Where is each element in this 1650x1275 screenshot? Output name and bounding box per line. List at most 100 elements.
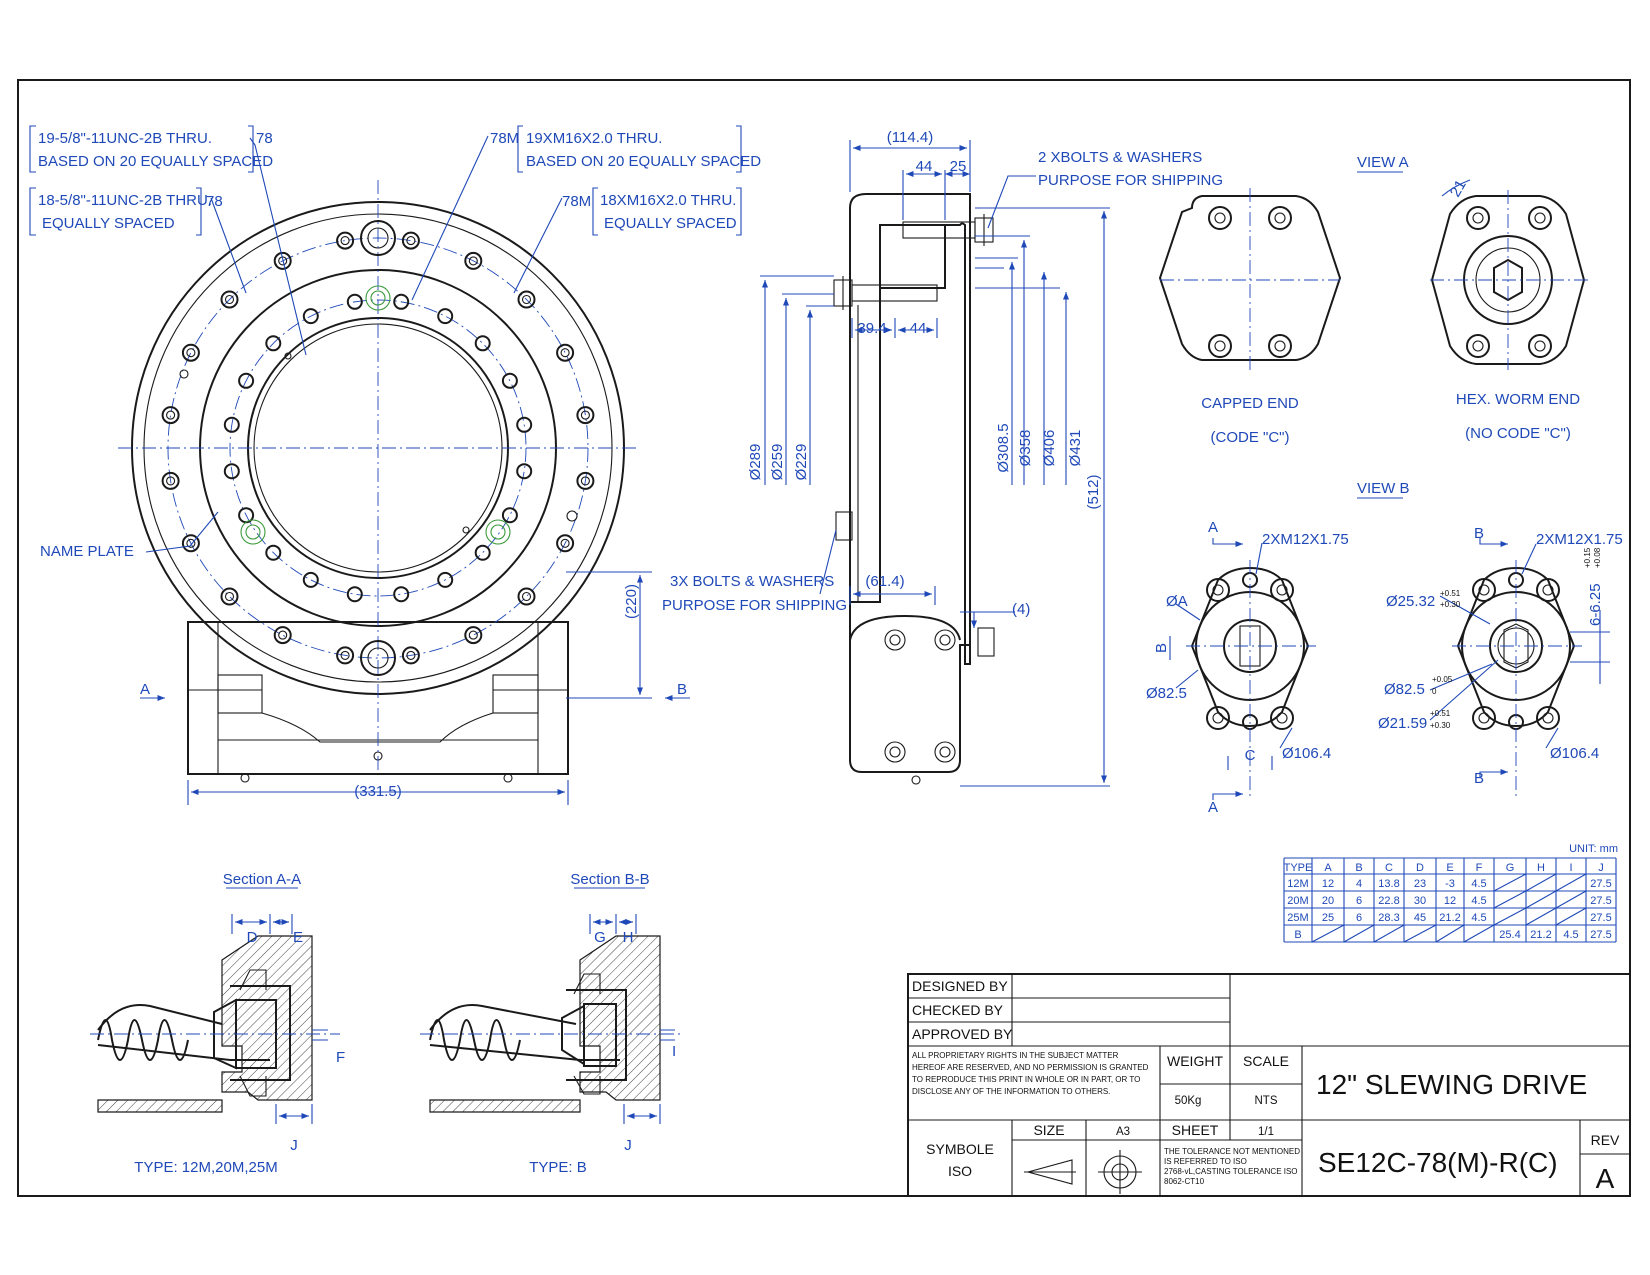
note-4-value: 78M [562,193,591,210]
table-cell: 23 [1414,878,1426,890]
table-empty-cell [1525,907,1557,926]
bolt-hole [346,586,363,603]
table-empty-cell [1343,924,1375,943]
rev-value: A [1596,1163,1615,1194]
bolt-hole-inner [560,348,570,358]
bolt-hole [576,406,595,425]
size-value: A3 [1116,1126,1130,1138]
table-cell: -3 [1445,878,1455,890]
approved-by-label: APPROVED BY [912,1026,1013,1042]
rights-line-1: ALL PROPRIETARY RIGHTS IN THE SUBJECT MA… [912,1051,1119,1060]
table-empty-cell [1525,890,1557,909]
table-cell: 30 [1414,895,1426,907]
dia-21-59: Ø21.59 [1378,715,1427,732]
b-small-label: B [1153,643,1170,653]
bolt-hole [501,372,518,389]
sheet-value: 1/1 [1258,1126,1274,1138]
name-plate-label: NAME PLATE [40,543,134,560]
view-b-label-a-top: A [1208,519,1218,536]
capped-end-line-2: (CODE "C") [1211,429,1290,446]
table-cell: 21.2 [1530,929,1551,941]
table-header: J [1598,862,1604,874]
section-label-b: B [677,681,687,698]
section-label-d: D [247,929,258,946]
iso-label: ISO [948,1163,972,1179]
tolerance-line-4: 8062-CT10 [1164,1177,1205,1186]
section-labels: Section A-A Section B-B TYPE: 12M,20M,25… [134,871,676,1176]
table-empty-cell [1311,924,1345,943]
bolt-hole [517,587,536,606]
view-b-label-b-bottom: B [1474,770,1484,787]
bolt-hole [238,372,255,389]
dim-dia-406: Ø406 [1041,430,1058,467]
bolt-hole [265,335,282,352]
dim-dia-259: Ø259 [769,444,786,481]
note-2-line-2: EQUALLY SPACED [42,215,175,232]
table-header: B [1355,862,1362,874]
table-empty-cell [1555,890,1587,909]
section-b-b [420,887,680,1124]
dim-114-4: (114.4) [887,129,933,146]
section-b-b-title: Section B-B [570,871,649,888]
bolt-hole [220,587,239,606]
part-number: SE12C-78(M)-R(C) [1318,1147,1558,1178]
dim-39-4: 39.4 [857,320,886,337]
table-cell: 25.4 [1499,929,1520,941]
bolt-hole [220,290,239,309]
table-cell: 27.5 [1590,878,1611,890]
section-a-a [90,887,340,1124]
bolt-hole-inner [406,650,416,660]
table-cell: 20 [1322,895,1334,907]
dim-6-6-25: 6-6.25 [1587,583,1604,626]
bolt-hole [223,416,240,433]
table-cell: 27.5 [1590,929,1611,941]
weight-label: WEIGHT [1167,1053,1223,1069]
bolt-hole [181,343,200,362]
bolt-hole [516,463,533,480]
weight-value: 50Kg [1175,1095,1202,1107]
note-2-value: 78 [206,193,223,210]
bolt-hole [437,308,454,325]
dim-dia-289: Ø289 [747,444,764,481]
section-label-f: F [336,1049,345,1066]
dia-25-32-tol-up: +0.51 [1440,589,1461,598]
table-cell: 12 [1444,895,1456,907]
view-b-labels: VIEW B A A B B 2XM12X1.75 2XM12X1.75 ØA … [1146,480,1623,816]
m12-right-label: 2XM12X1.75 [1536,531,1623,548]
dim-331-5: (331.5) [354,783,402,800]
section-label-i: I [672,1043,676,1060]
table-cell: B [1294,929,1301,941]
tolerance-line-2: IS REFERRED TO ISO [1164,1157,1247,1166]
dia-25-32-tol-dn: +0.30 [1440,600,1461,609]
bolt-hole [464,251,483,270]
section-label-j-right: J [624,1137,632,1154]
table-header: I [1569,862,1572,874]
table-unit: UNIT: mm [1569,843,1618,855]
bolt-hole [516,416,533,433]
bolt-hole-inner [186,348,196,358]
bolt-hole-inner [521,591,532,602]
dia-82-5-left: Ø82.5 [1146,685,1187,702]
table-header: C [1385,862,1393,874]
designed-by-label: DESIGNED BY [912,978,1008,994]
note-2-line-1: 18-5/8"-11UNC-2B THRU. [38,192,212,209]
table-header: A [1324,862,1332,874]
table-cell: 22.8 [1378,895,1399,907]
title-block [907,973,1631,1197]
table-empty-cell [1463,924,1495,943]
bolt-hole [401,646,420,665]
size-label: SIZE [1033,1122,1064,1138]
hole-notes: 19-5/8"-11UNC-2B THRU. BASED ON 20 EQUAL… [29,125,761,800]
bolt-hole [302,308,319,325]
table-cell: 4 [1356,878,1362,890]
ship-bottom-line-2: PURPOSE FOR SHIPPING [662,597,847,614]
bolt-hole [501,507,518,524]
tolerance-line-3: 2768-vL,CASTING TOLERANCE ISO [1164,1167,1298,1176]
section-a-a-title: Section A-A [223,871,301,888]
table-empty-cell [1403,924,1437,943]
table-cell: 4.5 [1563,929,1578,941]
table-cell: 12M [1287,878,1308,890]
bolt-hole-inner [166,410,176,420]
bolt-hole [474,335,491,352]
